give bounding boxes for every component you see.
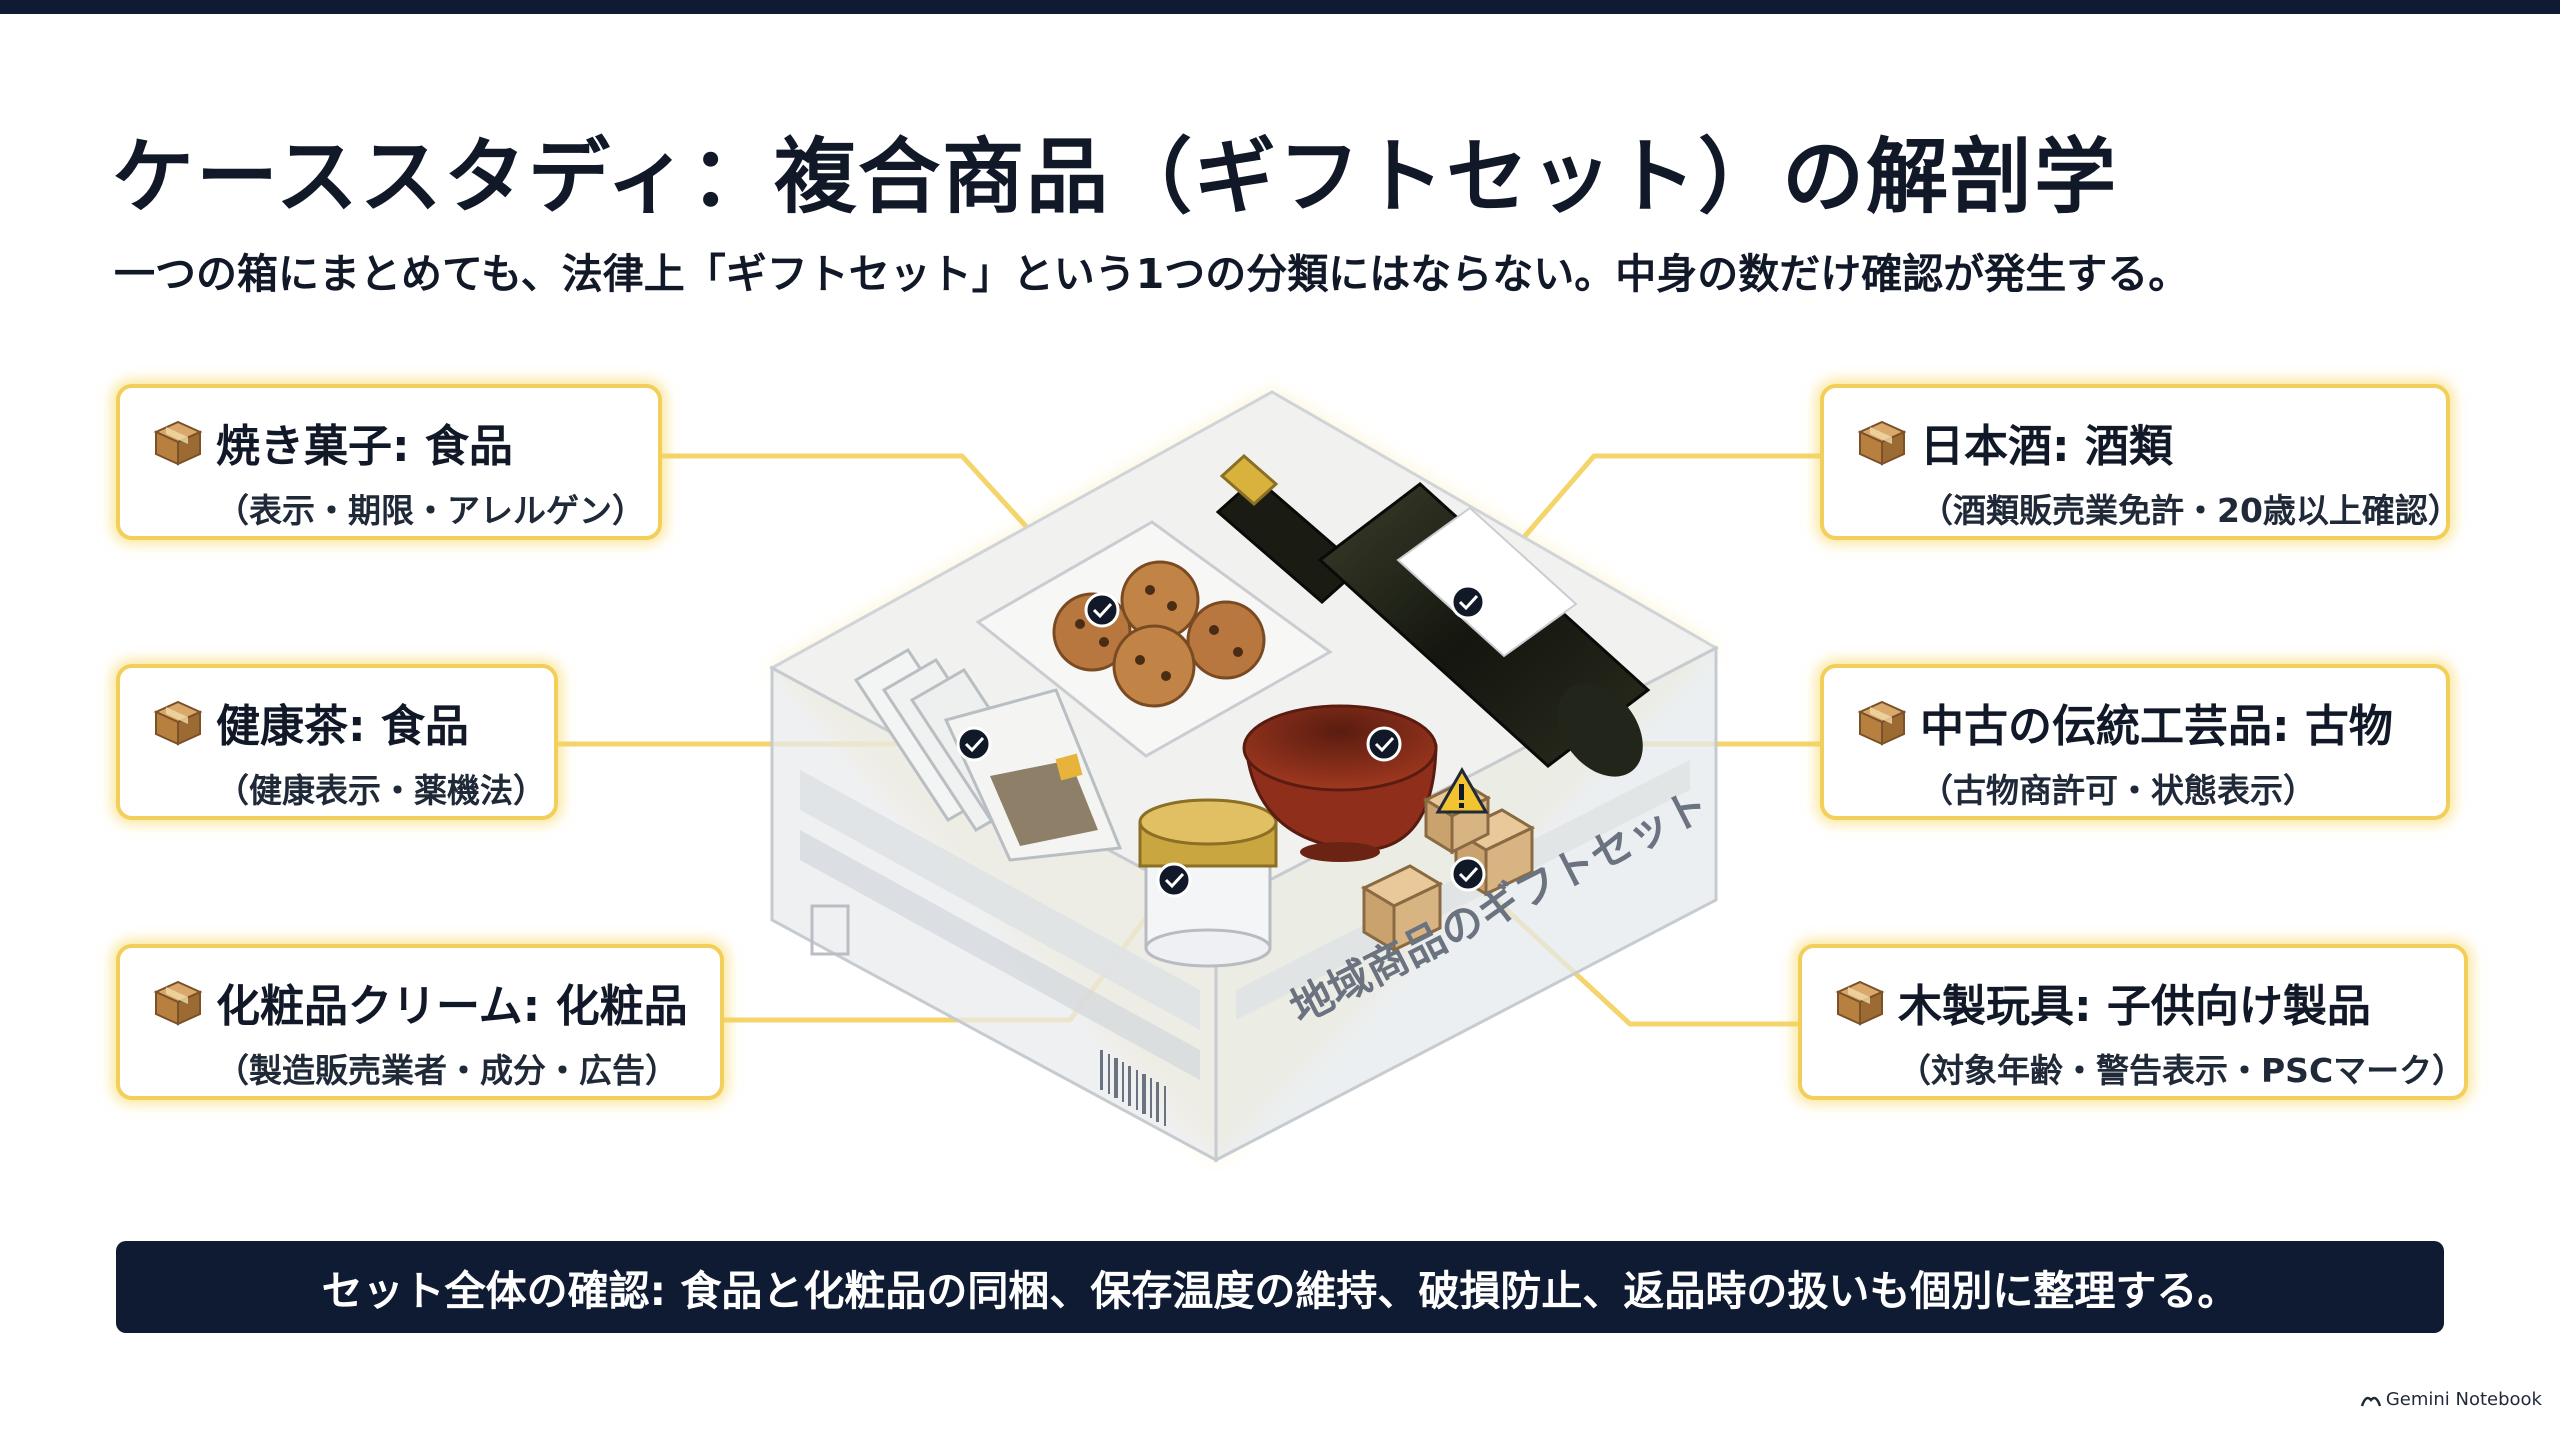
callout-heading: 木製玩具: 子供向け製品 <box>1898 981 2371 1032</box>
summary-banner: セット全体の確認: 食品と化粧品の同梱、保存温度の維持、破損防止、返品時の扱いも… <box>116 1241 2444 1333</box>
page-subtitle: 一つの箱にまとめても、法律上「ギフトセット」という1つの分類にはならない。中身の… <box>114 250 2190 298</box>
notebook-logo-icon <box>2360 1396 2381 1406</box>
check-icon <box>1450 856 1486 892</box>
check-icon <box>1366 726 1402 762</box>
sake-bottle <box>1215 453 1651 777</box>
package-icon <box>153 420 203 466</box>
cosmetic-cream <box>1138 798 1278 968</box>
package-icon <box>1835 980 1885 1026</box>
check-icon <box>1450 584 1486 620</box>
check-icon <box>956 726 992 762</box>
callout-detail: （健康表示・薬機法） <box>216 771 546 810</box>
package-icon <box>153 700 203 746</box>
warning-icon <box>1435 766 1489 814</box>
barcode <box>1100 1050 1166 1126</box>
callout-heading: 中古の伝統工芸品: 古物 <box>1920 701 2393 752</box>
callout-heading: 健康茶: 食品 <box>216 701 469 752</box>
callout-heading: 焼き菓子: 食品 <box>216 421 513 472</box>
brand-text: Gemini Notebook <box>2385 1389 2542 1410</box>
check-icon <box>1156 862 1192 898</box>
callout-heading: 日本酒: 酒類 <box>1920 421 2173 472</box>
callout-heading: 化粧品クリーム: 化粧品 <box>216 981 688 1032</box>
baked-sweets <box>975 520 1333 758</box>
check-icon <box>1084 592 1120 628</box>
callout-antique-craft: 中古の伝統工芸品: 古物 （古物商許可・状態表示） <box>1820 664 2450 820</box>
summary-text: セット全体の確認: 食品と化粧品の同梱、保存温度の維持、破損防止、返品時の扱いも… <box>321 1267 2239 1315</box>
callout-baked-sweets: 焼き菓子: 食品 （表示・期限・アレルゲン） <box>116 384 662 540</box>
callout-detail: （製造販売業者・成分・広告） <box>216 1051 678 1090</box>
check-markers <box>956 584 1486 898</box>
brand-watermark: Gemini Notebook <box>2360 1389 2542 1410</box>
callout-cosmetic-cream: 化粧品クリーム: 化粧品 （製造販売業者・成分・広告） <box>116 944 724 1100</box>
callout-detail: （酒類販売業免許・20歳以上確認） <box>1920 491 2461 530</box>
package-icon <box>153 980 203 1026</box>
callout-wooden-toy: 木製玩具: 子供向け製品 （対象年齢・警告表示・PSCマーク） <box>1798 944 2468 1100</box>
callout-detail: （古物商許可・状態表示） <box>1920 771 2316 810</box>
callout-health-tea: 健康茶: 食品 （健康表示・薬機法） <box>116 664 558 820</box>
package-icon <box>1857 700 1907 746</box>
callout-detail: （対象年齢・警告表示・PSCマーク） <box>1898 1051 2466 1090</box>
top-accent-bar <box>0 0 2560 14</box>
callout-detail: （表示・期限・アレルゲン） <box>216 491 645 530</box>
package-icon <box>1857 420 1907 466</box>
callout-sake: 日本酒: 酒類 （酒類販売業免許・20歳以上確認） <box>1820 384 2461 540</box>
page-title: ケーススタディ：複合商品（ギフトセット）の解剖学 <box>112 130 2119 225</box>
